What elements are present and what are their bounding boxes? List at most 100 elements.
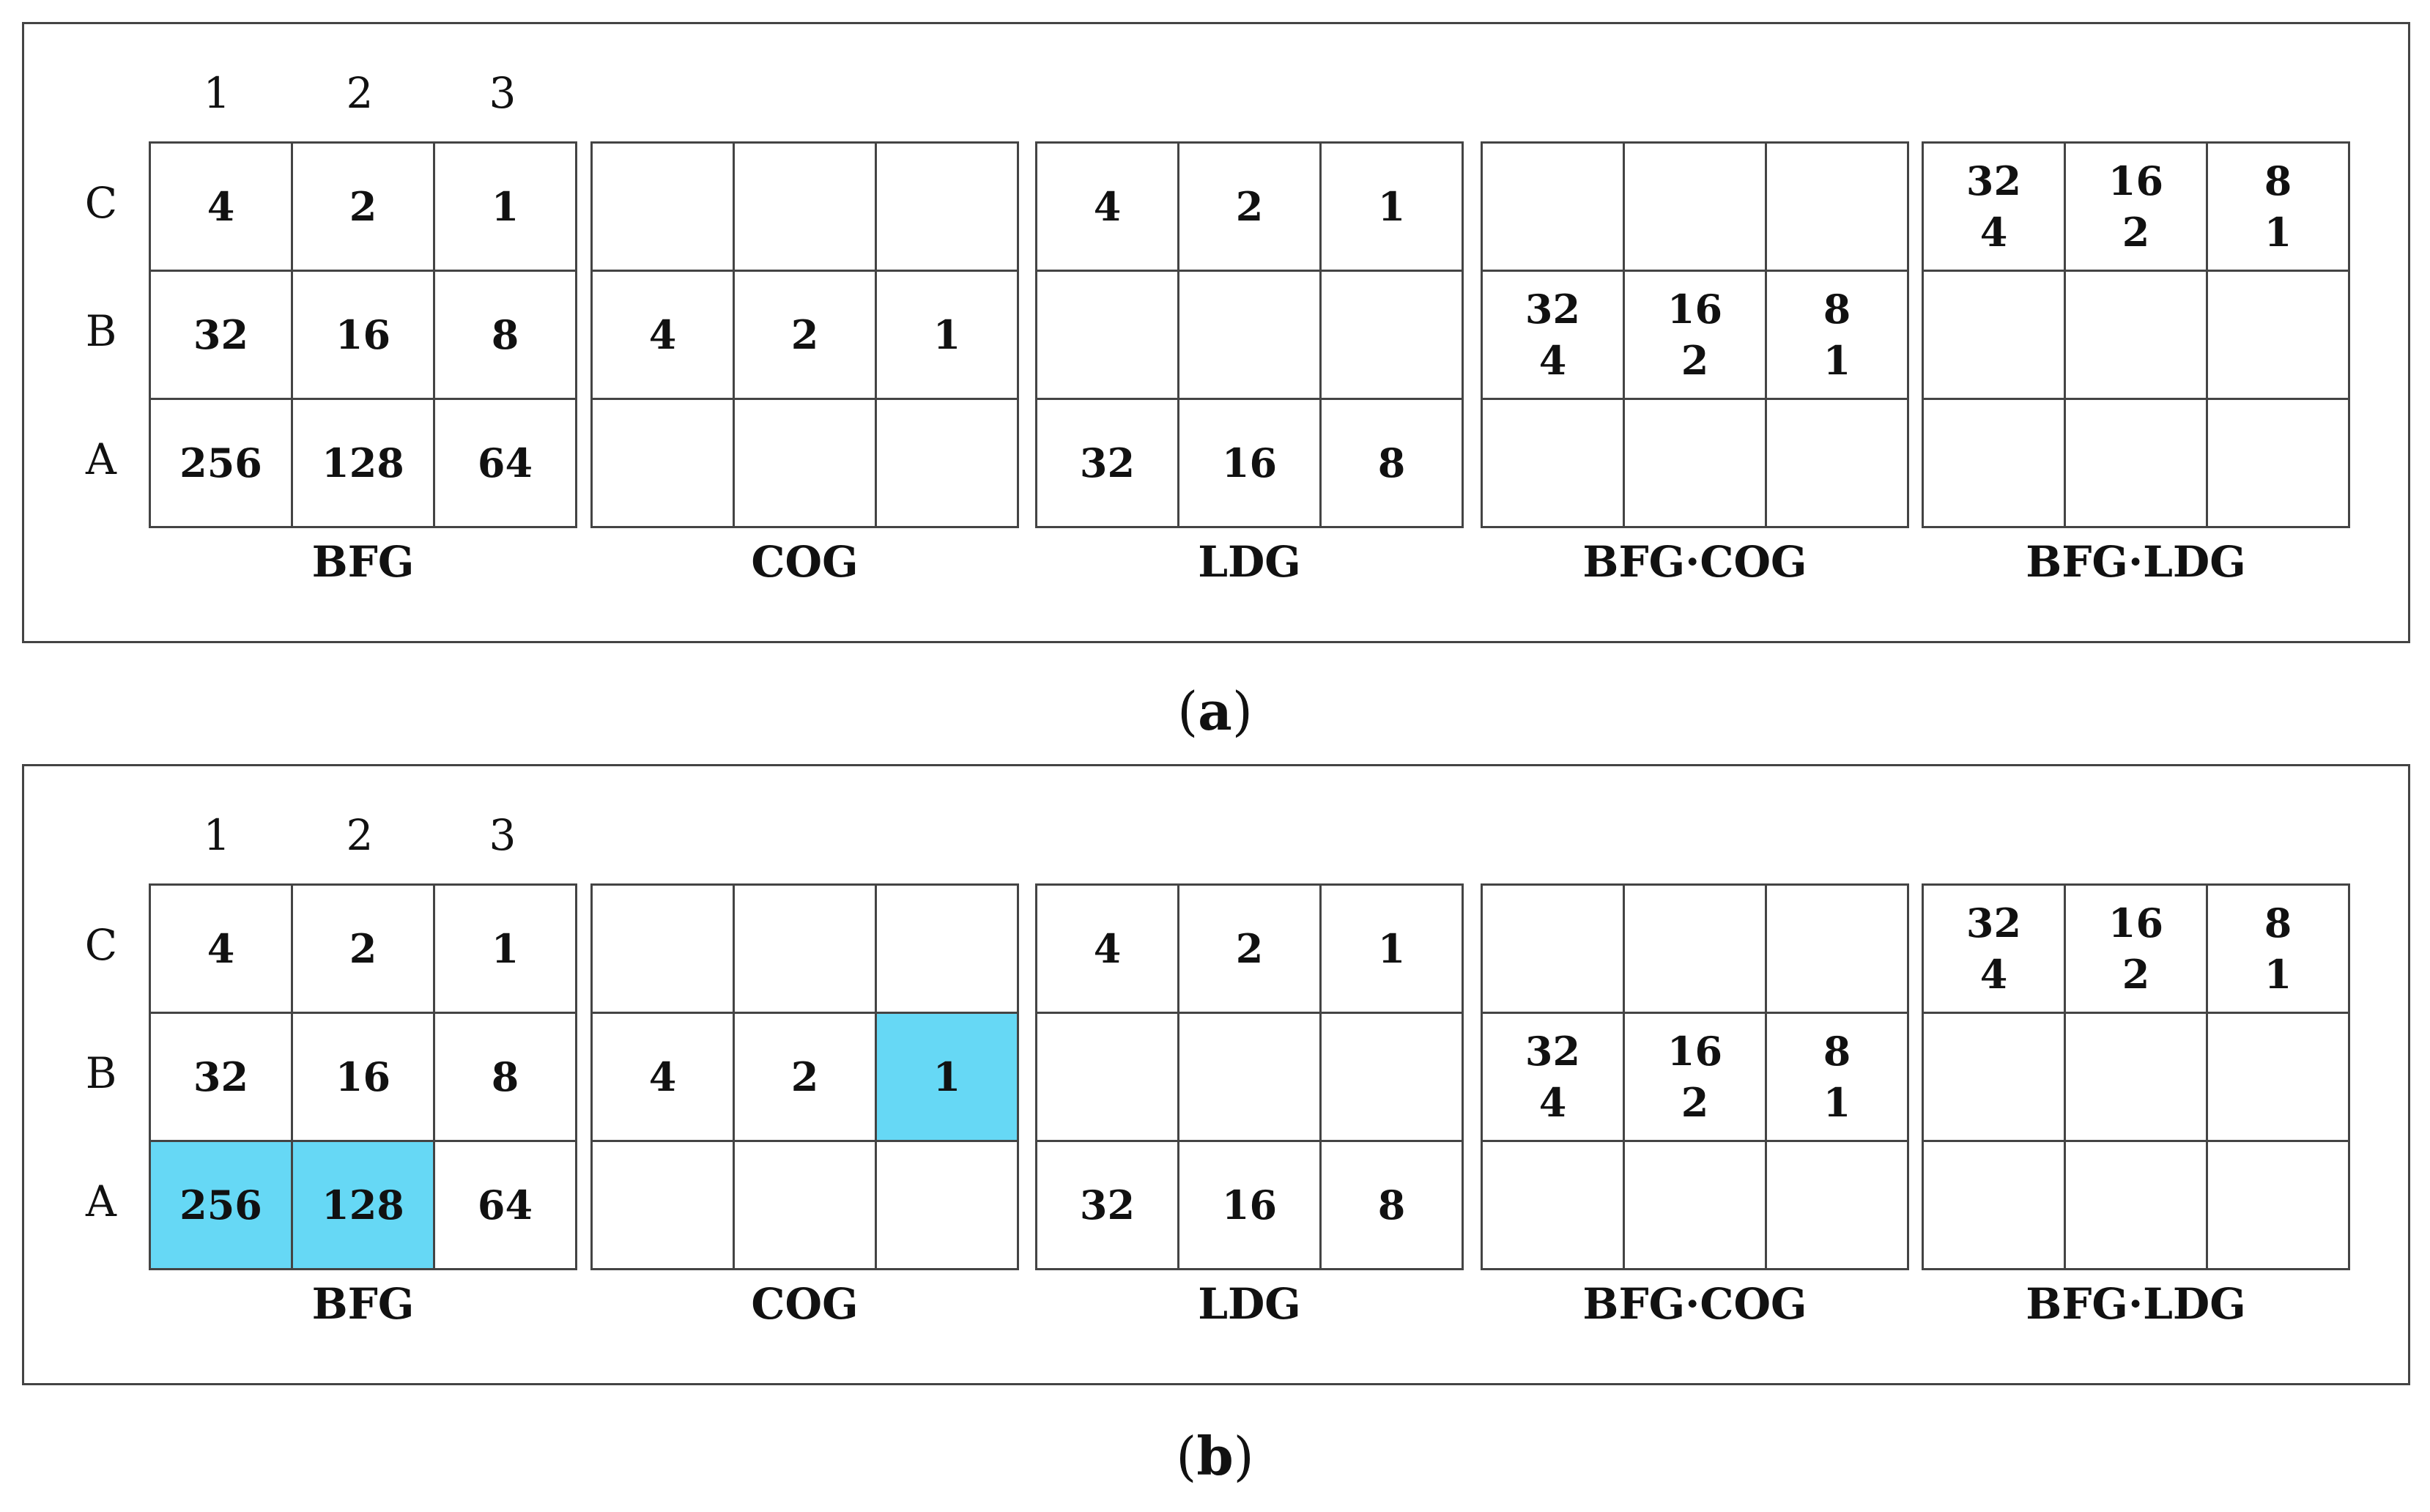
grid-cell	[2066, 1014, 2208, 1142]
cell-value: 64	[477, 1181, 533, 1228]
column-label-1: 1	[203, 68, 231, 118]
cell-value: 8	[491, 1053, 519, 1100]
cell-value: 2	[1235, 182, 1264, 230]
grid-cell	[1924, 400, 2066, 528]
grid-cell	[735, 144, 877, 272]
caption-close-paren: )	[1233, 1426, 1254, 1487]
grid-cell	[2208, 400, 2350, 528]
grid-cell: 2	[293, 886, 435, 1014]
cell-value: 4	[207, 924, 235, 972]
cell-value: 128	[322, 439, 404, 486]
grid-cell	[735, 886, 877, 1014]
cell-value: 32	[1966, 899, 2022, 946]
caption-b: (b)	[0, 1425, 2430, 1487]
group-label: COG	[751, 537, 859, 587]
row-label-c: C	[84, 920, 118, 970]
grid-cell	[1924, 1142, 2066, 1270]
group-label: BFG·LDG	[2026, 537, 2246, 587]
caption-letter: a	[1198, 680, 1232, 742]
group-label: BFG	[311, 537, 415, 587]
grid-cell: 1	[435, 886, 577, 1014]
group-label: BFG·COG	[1582, 1279, 1807, 1329]
cell-value: 32	[1079, 1181, 1136, 1228]
grid-cell	[593, 886, 735, 1014]
grid-cell	[1483, 400, 1625, 528]
grid-cell	[1179, 1014, 1322, 1142]
grid-cell	[593, 400, 735, 528]
row-label-b: B	[85, 306, 117, 356]
grid-cell: 8	[435, 272, 577, 400]
cell-value: 32	[1525, 1027, 1581, 1075]
cell-value: 16	[1221, 1181, 1278, 1228]
column-label-2: 2	[346, 810, 374, 860]
grid-cell: 32	[151, 1014, 293, 1142]
cell-value: 4	[648, 311, 677, 358]
caption-open-paren: (	[1176, 1426, 1197, 1487]
caption-open-paren: (	[1177, 681, 1199, 742]
cell-value: 8	[1823, 285, 1851, 333]
caption-letter: b	[1196, 1425, 1234, 1487]
grid-cell	[1767, 400, 1909, 528]
row-label-b: B	[85, 1048, 117, 1098]
grid-cell: 2	[1179, 144, 1322, 272]
cell-value: 2	[790, 1053, 819, 1100]
grid-cell	[1767, 144, 1909, 272]
grid-cell	[593, 1142, 735, 1270]
grid-cell	[2208, 1014, 2350, 1142]
grid-cell: 8	[435, 1014, 577, 1142]
grid-cell	[1322, 1014, 1464, 1142]
cell-value: 1	[1377, 182, 1406, 230]
grid-cell: 8	[1322, 1142, 1464, 1270]
grid-cell: 32	[1037, 1142, 1179, 1270]
grid-cell	[1924, 272, 2066, 400]
column-label-2: 2	[346, 68, 374, 118]
grid-cell	[1037, 272, 1179, 400]
grid-cell: 256	[151, 400, 293, 528]
cell-value: 16	[335, 1053, 391, 1100]
column-label-1: 1	[203, 810, 231, 860]
cell-value: 4	[1093, 182, 1122, 230]
row-label-a: A	[86, 434, 116, 484]
grid-cell: 4	[593, 1014, 735, 1142]
group-label: COG	[751, 1279, 859, 1329]
cell-value: 2	[349, 924, 377, 972]
cell-value: 1	[1823, 337, 1851, 384]
grid-cell	[1767, 1142, 1909, 1270]
cell-value: 4	[1093, 924, 1122, 972]
cell-value: 2	[1235, 924, 1264, 972]
grid-cell: 2	[735, 272, 877, 400]
cell-value: 2	[349, 182, 377, 230]
grid-cell	[1625, 886, 1767, 1014]
column-label-3: 3	[489, 68, 516, 118]
cell-value: 32	[1079, 439, 1136, 486]
cell-value: 128	[322, 1181, 404, 1228]
grid-cell: 2	[1179, 886, 1322, 1014]
grid-cell	[2208, 272, 2350, 400]
grid-cell	[877, 144, 1019, 272]
grid-cell	[1179, 272, 1322, 400]
column-label-3: 3	[489, 810, 516, 860]
group-label: BFG	[311, 1279, 415, 1329]
grid-cell	[1625, 400, 1767, 528]
grid-cell: 128	[293, 1142, 435, 1270]
cell-value: 2	[2122, 209, 2150, 256]
cell-value: 1	[2264, 209, 2292, 256]
grid-cell: 1	[1322, 144, 1464, 272]
grid-cell: 128	[293, 400, 435, 528]
cell-value: 1	[491, 924, 519, 972]
grid-cell: 32	[1037, 400, 1179, 528]
grid-cell: 2	[293, 144, 435, 272]
cell-value: 2	[2122, 951, 2150, 998]
grid-cell: 16	[293, 1014, 435, 1142]
